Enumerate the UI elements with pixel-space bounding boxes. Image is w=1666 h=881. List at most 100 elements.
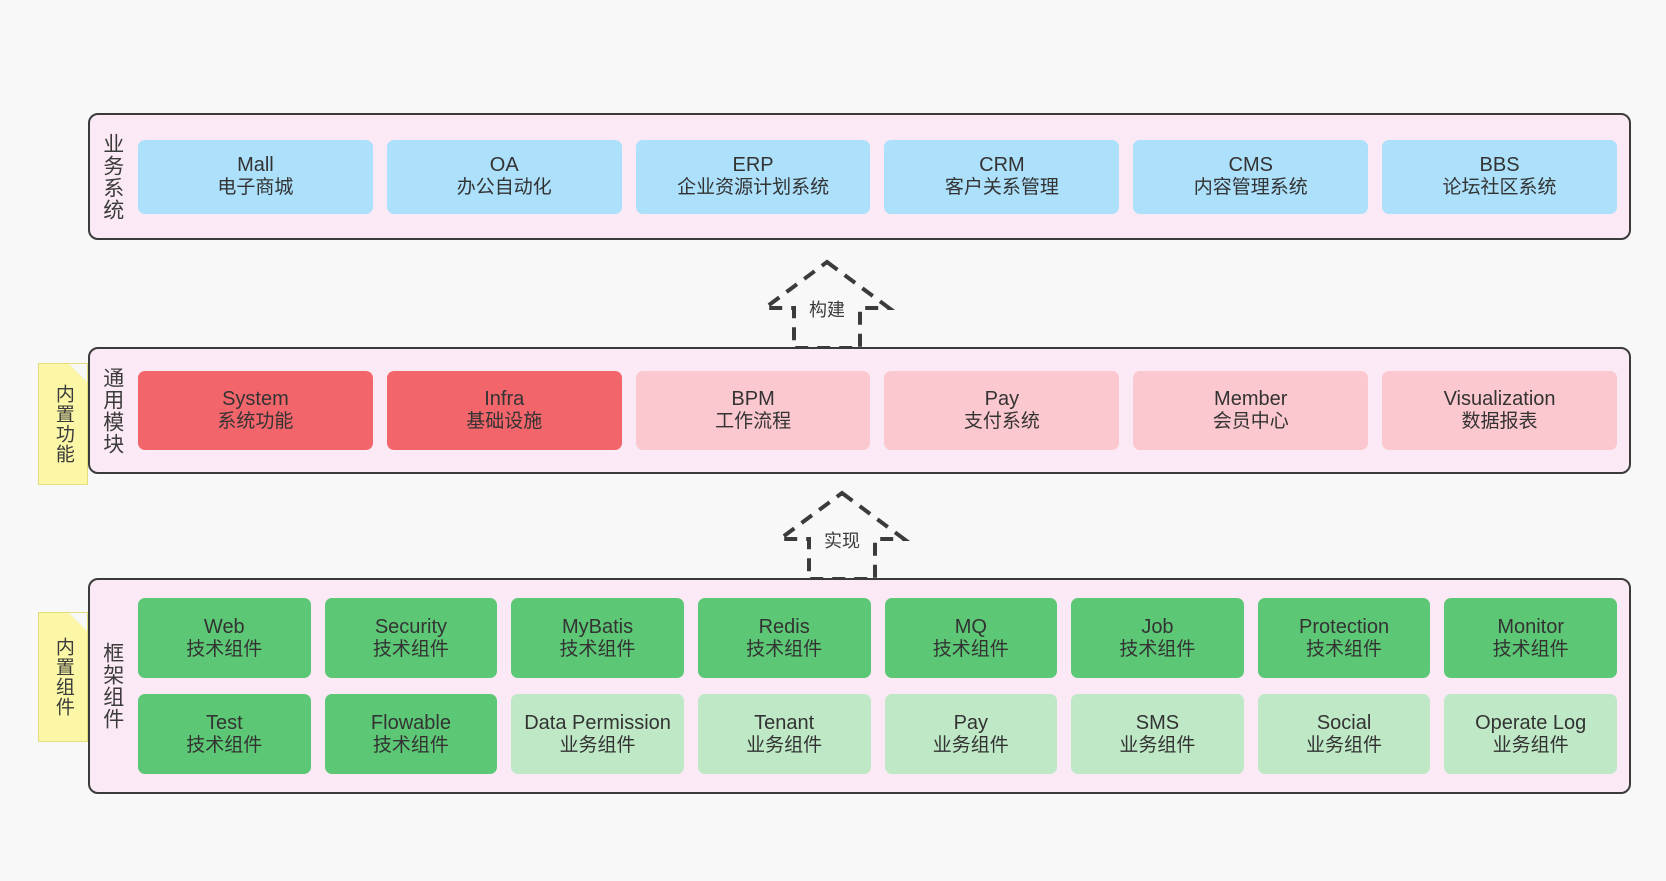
card-title: Web <box>203 615 245 638</box>
card-title: Job <box>1141 615 1174 638</box>
modules-card-row: System 系统功能 Infra 基础设施 BPM 工作流程 Pay 支付系统… <box>138 371 1617 450</box>
framework-card-row-2: Test 技术组件 Flowable 技术组件 Data Permission … <box>138 694 1617 774</box>
card-job[interactable]: Job 技术组件 <box>1071 598 1244 678</box>
card-title: CMS <box>1228 154 1273 177</box>
card-title: Visualization <box>1443 388 1556 411</box>
card-subtitle: 基础设施 <box>466 411 543 433</box>
card-subtitle: 会员中心 <box>1212 411 1289 433</box>
card-monitor[interactable]: Monitor 技术组件 <box>1444 598 1617 678</box>
card-title: Flowable <box>370 711 451 734</box>
arrow-implement: 实现 <box>762 489 922 581</box>
card-title: Pay <box>953 711 989 734</box>
card-title: MQ <box>954 615 987 638</box>
card-redis[interactable]: Redis 技术组件 <box>697 598 871 678</box>
card-flowable[interactable]: Flowable 技术组件 <box>324 694 498 774</box>
card-subtitle: 技术组件 <box>559 638 636 660</box>
card-web[interactable]: Web 技术组件 <box>138 598 311 678</box>
card-subtitle: 技术组件 <box>746 638 823 660</box>
arrow-implement-label: 实现 <box>824 531 860 551</box>
layer-business-label: 业务系统 <box>100 132 124 221</box>
card-subtitle: 技术组件 <box>1492 638 1569 660</box>
layer-framework-body: Web 技术组件 Security 技术组件 MyBatis 技术组件 Redi… <box>134 580 1629 792</box>
card-erp[interactable]: ERP 企业资源计划系统 <box>635 139 871 214</box>
card-title: OA <box>489 154 519 177</box>
card-subtitle: 论坛社区系统 <box>1442 177 1557 199</box>
card-subtitle: 系统功能 <box>217 411 294 433</box>
card-system[interactable]: System 系统功能 <box>138 371 373 450</box>
card-tenant[interactable]: Tenant 业务组件 <box>697 694 871 774</box>
card-pay-module[interactable]: Pay 支付系统 <box>884 371 1120 450</box>
card-subtitle: 办公自动化 <box>456 177 552 199</box>
sticky-note-builtin-features[interactable]: 内置功能 <box>38 363 88 485</box>
card-subtitle: 业务组件 <box>1119 734 1196 756</box>
card-pay-component[interactable]: Pay 业务组件 <box>884 694 1058 774</box>
card-crm[interactable]: CRM 客户关系管理 <box>884 139 1120 214</box>
card-title: CRM <box>979 154 1025 177</box>
card-oa[interactable]: OA 办公自动化 <box>386 139 622 214</box>
card-bbs[interactable]: BBS 论坛社区系统 <box>1382 139 1617 214</box>
card-visualization[interactable]: Visualization 数据报表 <box>1382 371 1617 450</box>
layer-business-systems: 业务系统 Mall 电子商城 OA 办公自动化 ERP 企业资源计划系统 CRM… <box>88 113 1631 240</box>
card-subtitle: 技术组件 <box>372 638 449 660</box>
arrow-build: 构建 <box>747 258 907 350</box>
arrow-build-label: 构建 <box>809 300 845 320</box>
card-operate-log[interactable]: Operate Log 业务组件 <box>1444 694 1617 774</box>
card-protection[interactable]: Protection 技术组件 <box>1257 598 1431 678</box>
card-security[interactable]: Security 技术组件 <box>324 598 498 678</box>
sticky-note-label: 内置功能 <box>52 384 74 464</box>
card-subtitle: 技术组件 <box>186 638 263 660</box>
card-social[interactable]: Social 业务组件 <box>1257 694 1431 774</box>
card-title: ERP <box>732 154 774 177</box>
card-title: Redis <box>758 615 810 638</box>
layer-framework-label: 框架组件 <box>100 642 124 730</box>
card-subtitle: 技术组件 <box>932 638 1009 660</box>
card-test[interactable]: Test 技术组件 <box>138 694 311 774</box>
card-subtitle: 技术组件 <box>1306 638 1383 660</box>
card-subtitle: 技术组件 <box>186 734 263 756</box>
card-title: SMS <box>1135 711 1180 734</box>
card-member[interactable]: Member 会员中心 <box>1133 371 1369 450</box>
card-subtitle: 业务组件 <box>746 734 823 756</box>
card-sms[interactable]: SMS 业务组件 <box>1071 694 1244 774</box>
card-subtitle: 数据报表 <box>1461 411 1538 433</box>
card-title: System <box>222 388 289 411</box>
card-subtitle: 企业资源计划系统 <box>677 177 830 199</box>
layer-framework-components: 框架组件 Web 技术组件 Security 技术组件 MyBatis 技术组件… <box>88 578 1631 794</box>
card-infra[interactable]: Infra 基础设施 <box>386 371 622 450</box>
card-subtitle: 工作流程 <box>715 411 792 433</box>
card-subtitle: 业务组件 <box>1306 734 1383 756</box>
card-title: Social <box>1316 711 1372 734</box>
card-subtitle: 支付系统 <box>963 411 1040 433</box>
card-subtitle: 业务组件 <box>932 734 1009 756</box>
sticky-note-builtin-components[interactable]: 内置组件 <box>38 612 88 742</box>
card-title: Operate Log <box>1475 711 1587 734</box>
card-title: Data Permission <box>524 711 671 734</box>
card-subtitle: 业务组件 <box>1492 734 1569 756</box>
layer-common-modules: 通用模块 System 系统功能 Infra 基础设施 BPM 工作流程 Pay… <box>88 347 1631 474</box>
layer-business-body: Mall 电子商城 OA 办公自动化 ERP 企业资源计划系统 CRM 客户关系… <box>134 115 1629 238</box>
card-title: Member <box>1214 388 1288 411</box>
card-mybatis[interactable]: MyBatis 技术组件 <box>511 598 684 678</box>
layer-modules-label: 通用模块 <box>100 366 124 455</box>
card-subtitle: 内容管理系统 <box>1193 177 1308 199</box>
sticky-note-label: 内置组件 <box>52 637 74 717</box>
card-title: BBS <box>1479 154 1520 177</box>
card-title: Monitor <box>1497 615 1565 638</box>
card-mall[interactable]: Mall 电子商城 <box>138 139 373 214</box>
card-cms[interactable]: CMS 内容管理系统 <box>1133 139 1369 214</box>
card-title: Tenant <box>754 711 815 734</box>
card-title: Security <box>374 615 448 638</box>
card-title: BPM <box>731 388 775 411</box>
card-subtitle: 客户关系管理 <box>944 177 1059 199</box>
framework-card-row-1: Web 技术组件 Security 技术组件 MyBatis 技术组件 Redi… <box>138 598 1617 678</box>
card-bpm[interactable]: BPM 工作流程 <box>635 371 871 450</box>
business-card-row: Mall 电子商城 OA 办公自动化 ERP 企业资源计划系统 CRM 客户关系… <box>138 139 1617 214</box>
card-subtitle: 电子商城 <box>217 177 294 199</box>
card-title: Infra <box>484 388 525 411</box>
card-subtitle: 技术组件 <box>1119 638 1196 660</box>
card-title: Protection <box>1299 615 1390 638</box>
card-mq[interactable]: MQ 技术组件 <box>884 598 1058 678</box>
card-title: Mall <box>237 154 274 177</box>
card-data-permission[interactable]: Data Permission 业务组件 <box>511 694 684 774</box>
card-subtitle: 业务组件 <box>559 734 636 756</box>
